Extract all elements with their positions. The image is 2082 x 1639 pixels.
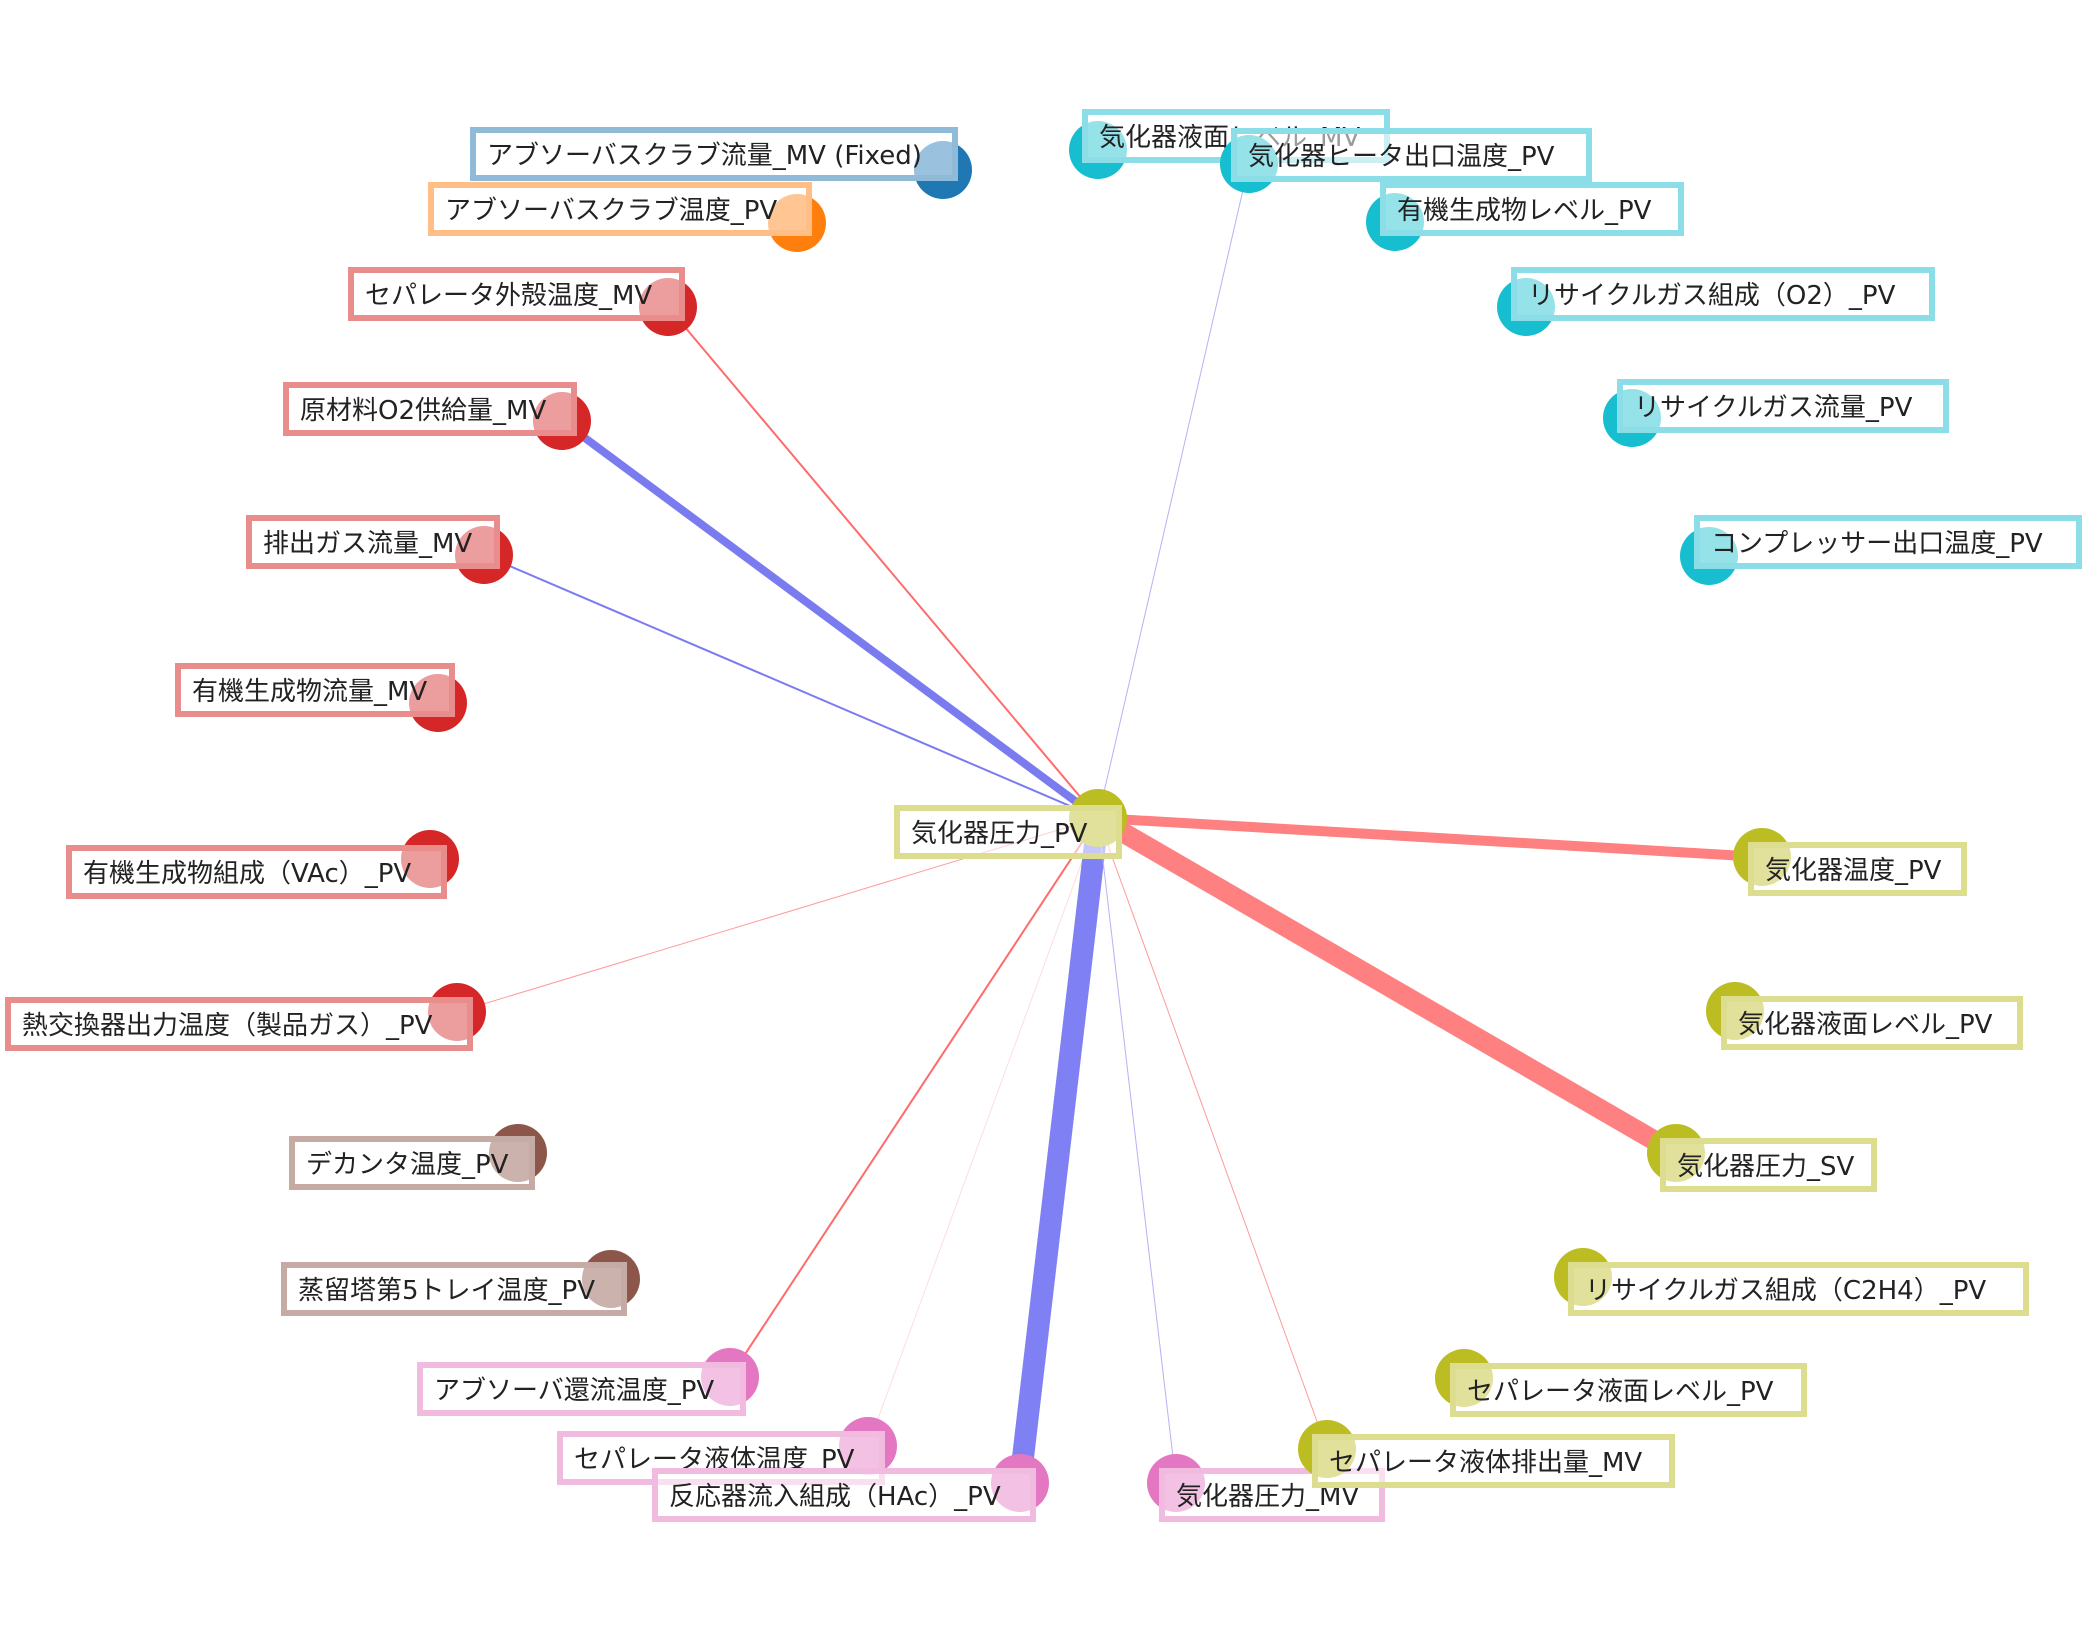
edge-n12 bbox=[867, 817, 1099, 1447]
node-n3[interactable]: セパレータ外殻温度_MV bbox=[348, 267, 697, 336]
node-label: リサイクルガス組成（O2）_PV bbox=[1528, 281, 1896, 311]
node-label-box bbox=[1511, 267, 1935, 321]
node-n19[interactable]: リサイクルガス流量_PV bbox=[1603, 379, 1949, 447]
node-label: 原材料O2供給量_MV bbox=[300, 396, 546, 426]
node-label: デカンタ温度_PV bbox=[306, 1150, 509, 1180]
node-label: 蒸留塔第5トレイ温度_PV bbox=[298, 1276, 595, 1306]
node-label-box bbox=[428, 182, 812, 236]
node-n4[interactable]: 原材料O2供給量_MV bbox=[283, 382, 591, 450]
node-n5[interactable]: 排出ガス流量_MV bbox=[246, 515, 513, 584]
node-label: セパレータ外殻温度_MV bbox=[365, 281, 652, 311]
node-label: リサイクルガス流量_PV bbox=[1634, 393, 1913, 423]
edge-n4 bbox=[559, 417, 1101, 822]
node-n1[interactable]: アブソーバスクラブ流量_MV (Fixed) bbox=[470, 127, 972, 199]
node-label: 熱交換器出力温度（製品ガス）_PV bbox=[22, 1011, 433, 1041]
node-label-box bbox=[470, 127, 958, 181]
node-label-box bbox=[417, 1362, 746, 1416]
node-label-box bbox=[5, 997, 473, 1051]
node-label-box bbox=[1694, 515, 2082, 569]
node-label-box bbox=[1617, 379, 1949, 433]
node-n10[interactable]: 蒸留塔第5トレイ温度_PV bbox=[281, 1250, 640, 1316]
node-n21[interactable]: 気化器温度_PV bbox=[1733, 828, 1967, 896]
edge-n13 bbox=[1009, 816, 1109, 1485]
node-label-box bbox=[1380, 182, 1684, 236]
node-n17[interactable]: 有機生成物レベル_PV bbox=[1366, 182, 1684, 251]
node-label-box bbox=[1660, 1138, 1877, 1192]
node-label-box bbox=[66, 845, 447, 899]
node-label: アブソーバスクラブ流量_MV (Fixed) bbox=[487, 141, 922, 171]
node-n11[interactable]: アブソーバ還流温度_PV bbox=[417, 1348, 759, 1416]
node-n2[interactable]: アブソーバスクラブ温度_PV bbox=[428, 182, 826, 252]
node-label-box bbox=[246, 515, 500, 569]
node-n24[interactable]: リサイクルガス組成（C2H4）_PV bbox=[1554, 1248, 2029, 1316]
node-label-box bbox=[1312, 1434, 1675, 1488]
node-label: コンプレッサー出口温度_PV bbox=[1711, 529, 2043, 559]
edge-n14 bbox=[1097, 817, 1177, 1484]
node-n22[interactable]: 気化器液面レベル_PV bbox=[1706, 982, 2023, 1050]
node-label: 気化器圧力_SV bbox=[1677, 1152, 1855, 1182]
node-label-box bbox=[652, 1468, 1036, 1522]
node-n20[interactable]: コンプレッサー出口温度_PV bbox=[1680, 515, 2082, 585]
node-n7[interactable]: 有機生成物組成（VAc）_PV bbox=[66, 830, 459, 899]
node-n9[interactable]: デカンタ温度_PV bbox=[289, 1124, 547, 1190]
node-n18[interactable]: リサイクルガス組成（O2）_PV bbox=[1497, 267, 1935, 336]
edge-n16 bbox=[1097, 163, 1250, 819]
node-label: アブソーバスクラブ温度_PV bbox=[445, 196, 777, 226]
node-n25[interactable]: セパレータ液面レベル_PV bbox=[1435, 1349, 1807, 1417]
node-label: 気化器温度_PV bbox=[1765, 856, 1942, 886]
node-label: 気化器圧力_PV bbox=[911, 819, 1088, 849]
node-label: セパレータ液面レベル_PV bbox=[1467, 1377, 1774, 1407]
node-n13[interactable]: 反応器流入組成（HAc）_PV bbox=[652, 1454, 1049, 1522]
node-n6[interactable]: 有機生成物流量_MV bbox=[175, 663, 467, 732]
node-label-box bbox=[283, 382, 577, 436]
node-n8[interactable]: 熱交換器出力温度（製品ガス）_PV bbox=[5, 983, 486, 1051]
node-label-box bbox=[289, 1136, 535, 1190]
node-label: 排出ガス流量_MV bbox=[263, 529, 472, 559]
edge-n3 bbox=[667, 306, 1099, 819]
node-label: 有機生成物組成（VAc）_PV bbox=[83, 859, 411, 889]
node-label: 有機生成物レベル_PV bbox=[1397, 196, 1652, 226]
edge-n23 bbox=[1092, 809, 1682, 1162]
edge-n5 bbox=[483, 554, 1099, 819]
node-label-box bbox=[1568, 1262, 2029, 1316]
edges-layer bbox=[456, 163, 1763, 1485]
node-label: 気化器ヒータ出口温度_PV bbox=[1248, 142, 1555, 172]
edge-n26 bbox=[1097, 817, 1328, 1450]
node-label: 有機生成物流量_MV bbox=[192, 677, 427, 707]
node-label: 気化器液面レベル_PV bbox=[1738, 1010, 1993, 1040]
node-center[interactable]: 気化器圧力_PV bbox=[894, 789, 1127, 859]
node-n23[interactable]: 気化器圧力_SV bbox=[1647, 1124, 1877, 1192]
node-label-box bbox=[281, 1262, 627, 1316]
node-label-box bbox=[1450, 1363, 1807, 1417]
node-label: アブソーバ還流温度_PV bbox=[434, 1376, 714, 1406]
node-label-box bbox=[894, 805, 1122, 859]
node-label: セパレータ液体排出量_MV bbox=[1329, 1448, 1642, 1478]
node-label-box bbox=[1748, 842, 1967, 896]
node-label: リサイクルガス組成（C2H4）_PV bbox=[1585, 1276, 1986, 1306]
node-n16[interactable]: 気化器ヒータ出口温度_PV bbox=[1220, 128, 1592, 193]
edge-n21 bbox=[1097, 813, 1763, 862]
node-label-box bbox=[1721, 996, 2023, 1050]
edge-n11 bbox=[729, 817, 1099, 1378]
nodes-layer: アブソーバスクラブ流量_MV (Fixed) アブソーバスクラブ温度_PV セパレー… bbox=[5, 109, 2082, 1522]
node-label: 反応器流入組成（HAc）_PV bbox=[669, 1482, 1001, 1512]
node-n26[interactable]: セパレータ液体排出量_MV bbox=[1298, 1420, 1675, 1488]
node-label-box bbox=[1231, 128, 1592, 182]
node-label-box bbox=[175, 663, 455, 717]
node-label-box bbox=[348, 267, 685, 321]
